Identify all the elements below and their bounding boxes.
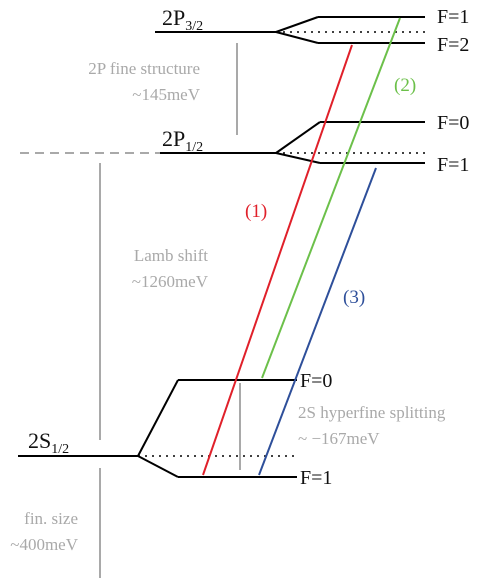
f-label-p32-lower: F=2 bbox=[437, 34, 469, 56]
fin-size-value: ~400meV bbox=[10, 535, 78, 554]
transition-1-label: (1) bbox=[245, 201, 267, 222]
lamb-shift-label: Lamb shift bbox=[134, 246, 208, 265]
f-label-p12-upper: F=0 bbox=[437, 112, 469, 134]
f-label-p32-upper: F=1 bbox=[437, 6, 469, 28]
fine-structure-label: 2P fine structure bbox=[88, 59, 200, 78]
label-2p12: 2P1/2 bbox=[162, 126, 203, 155]
transition-2-label: (2) bbox=[394, 75, 416, 96]
transition-3-line bbox=[258, 167, 377, 476]
level-2p32 bbox=[155, 16, 425, 44]
transition-3-label: (3) bbox=[343, 287, 365, 308]
f-label-s12-upper: F=0 bbox=[300, 370, 332, 392]
label-2p32: 2P3/2 bbox=[162, 5, 203, 34]
fine-structure-value: ~145meV bbox=[132, 85, 200, 104]
f-label-p12-lower: F=1 bbox=[437, 154, 469, 176]
level-2p12 bbox=[20, 121, 425, 164]
level-2s12 bbox=[18, 379, 297, 478]
lamb-shift-value: ~1260meV bbox=[132, 272, 209, 291]
fin-size-label: fin. size bbox=[24, 509, 78, 528]
f-label-s12-lower: F=1 bbox=[300, 467, 332, 489]
transition-1-line bbox=[202, 44, 353, 476]
label-2s12: 2S1/2 bbox=[28, 428, 69, 457]
transition-2-line bbox=[261, 17, 401, 379]
hyperfine-label: 2S hyperfine splitting bbox=[298, 403, 446, 422]
hyperfine-value: ~ −167meV bbox=[298, 429, 380, 448]
